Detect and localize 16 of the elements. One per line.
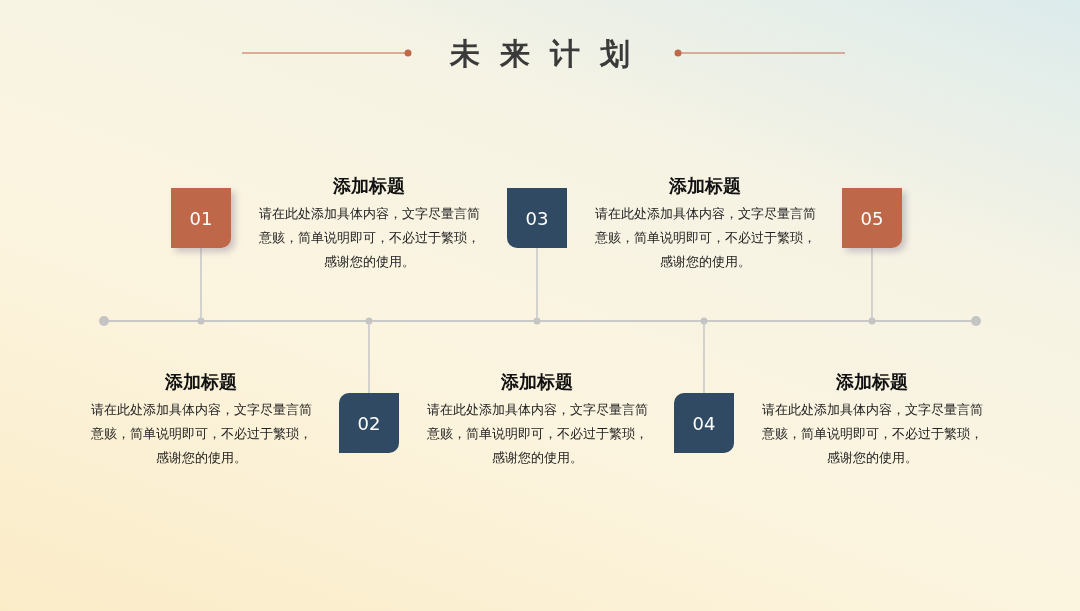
item-description: 请在此处添加具体内容，文字尽量言简意赅，简单说明即可，不必过于繁琐，感谢您的使用。 xyxy=(257,205,481,271)
number-box: 01 xyxy=(171,188,231,248)
item-heading: 添加标题 xyxy=(164,370,238,394)
item-heading: 添加标题 xyxy=(668,174,742,198)
item-heading: 添加标题 xyxy=(500,370,574,394)
item-description: 请在此处添加具体内容，文字尽量言简意赅，简单说明即可，不必过于繁琐，感谢您的使用。 xyxy=(89,401,313,467)
number-box: 05 xyxy=(842,188,902,248)
number-box: 02 xyxy=(339,393,399,453)
number-box: 04 xyxy=(674,393,734,453)
item-heading: 添加标题 xyxy=(835,370,909,394)
item-description: 请在此处添加具体内容，文字尽量言简意赅，简单说明即可，不必过于繁琐，感谢您的使用。 xyxy=(593,205,817,271)
number-box: 03 xyxy=(507,188,567,248)
item-description: 请在此处添加具体内容，文字尽量言简意赅，简单说明即可，不必过于繁琐，感谢您的使用。 xyxy=(425,401,649,467)
item-heading: 添加标题 xyxy=(332,174,406,198)
title: 未来计划 xyxy=(450,36,650,71)
item-description: 请在此处添加具体内容，文字尽量言简意赅，简单说明即可，不必过于繁琐，感谢您的使用。 xyxy=(760,401,984,467)
